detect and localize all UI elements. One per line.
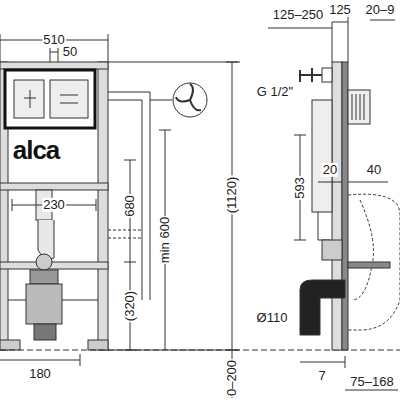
dimension-label: 50 (62, 45, 78, 59)
dimension-label: min 600 (158, 216, 172, 264)
dimension-label: 125 (328, 3, 352, 17)
dimension-label: 40 (366, 163, 382, 177)
dimension-label: 0–200 (225, 359, 239, 397)
dimension-label: 20–9 (365, 3, 396, 17)
dimension-label: 180 (28, 367, 52, 381)
dimension-label: 7 (317, 369, 326, 383)
dimension-label: (320) (123, 290, 137, 322)
dimension-label: 680 (123, 194, 137, 218)
dimension-label: 125–250 (272, 8, 325, 22)
dimension-label: (1120) (225, 176, 239, 215)
thread-label: G 1/2" (256, 85, 294, 99)
brand-logo: alca (12, 136, 61, 165)
dimension-label: 230 (42, 198, 66, 212)
dimension-label: 593 (293, 176, 307, 200)
dimension-label: 75–168 (349, 375, 394, 389)
dimension-label: Ø110 (256, 311, 289, 325)
dimension-label: 20 (322, 163, 338, 177)
